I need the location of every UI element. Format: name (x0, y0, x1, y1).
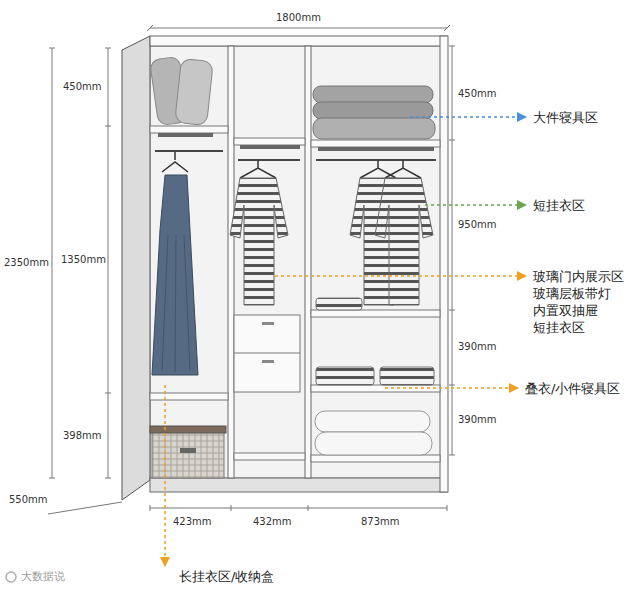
dimension-label: 432mm (252, 516, 293, 528)
dress (152, 175, 198, 375)
pillow (175, 59, 214, 126)
hanging-rod (238, 159, 300, 161)
dimension-label: 450mm (62, 81, 103, 93)
blanket (313, 86, 435, 139)
shelf (311, 140, 440, 147)
shelf (311, 455, 440, 462)
leader-line (425, 204, 526, 206)
shirt (230, 160, 288, 305)
leader-line (164, 385, 166, 566)
shelf (234, 453, 305, 460)
cabinet (150, 36, 447, 46)
callout-label: 叠衣/小件寝具区 (524, 380, 621, 397)
folded-clothes (316, 298, 362, 310)
shelf (311, 385, 440, 392)
blanket (313, 86, 433, 103)
shelf (150, 126, 440, 462)
folded-clothes (316, 298, 434, 385)
drawer (234, 315, 300, 392)
storage-box (150, 426, 226, 478)
folded-clothes (316, 367, 374, 385)
shirt (375, 160, 433, 305)
storage-box (152, 432, 224, 478)
dress (162, 235, 190, 372)
cabinet (122, 36, 150, 500)
dimension-label: 390mm (457, 414, 498, 426)
hanging-rod (316, 159, 436, 161)
rolled-bedding (315, 411, 430, 432)
dimension-line (108, 48, 109, 478)
shelf (150, 126, 228, 133)
hanging-rod (155, 150, 223, 152)
dimension-line (449, 46, 455, 455)
dimension-label: 873mm (360, 516, 401, 528)
dimension-label: 1350mm (60, 254, 107, 266)
drawer (262, 360, 274, 363)
cabinet (305, 46, 311, 478)
leader-line (410, 116, 526, 118)
shirt (230, 160, 433, 305)
callout-label: 短挂衣区 (532, 197, 586, 214)
dimension-line (150, 508, 447, 509)
dimension-label: 550mm (8, 494, 49, 506)
light-strip (318, 147, 434, 151)
cabinet (150, 46, 442, 478)
rolled-bedding (315, 432, 432, 455)
hanging-rod (155, 151, 436, 160)
dimension-label: 450mm (457, 88, 498, 100)
light-strip (240, 145, 300, 149)
callout-label: 大件寝具区 (532, 109, 599, 126)
dimension-label: 1800mm (275, 12, 322, 24)
dimension-label: 2350mm (3, 257, 50, 269)
dimension-line (48, 502, 122, 514)
shirt (240, 160, 276, 178)
leader-line (165, 117, 526, 566)
drawer (234, 353, 300, 354)
dimension-label: 950mm (457, 219, 498, 231)
cabinet (150, 478, 447, 492)
shirt (230, 178, 288, 305)
callout-label: 玻璃门内展示区 玻璃层板带灯 内置双抽屉 短挂衣区 (532, 268, 634, 336)
dimension-line (147, 25, 450, 31)
shelf (150, 393, 228, 400)
cabinet (228, 46, 234, 478)
cabinet (440, 36, 448, 492)
folded-clothes (380, 367, 434, 385)
dress (152, 152, 198, 375)
dimension-label: 423mm (172, 516, 213, 528)
storage-box (180, 448, 196, 453)
dimension-line (52, 48, 53, 478)
dimension-line (150, 505, 447, 511)
watermark-logo (6, 572, 16, 582)
callout-label: 长挂衣区/收纳盒 (178, 568, 275, 585)
shirt (375, 178, 433, 305)
watermark-logo (6, 572, 16, 582)
drawer (262, 322, 274, 325)
drawer (234, 315, 300, 392)
dimension-line (150, 28, 447, 29)
rolled-bedding (315, 411, 432, 455)
blanket (313, 118, 435, 139)
watermark: 大数据说 (20, 570, 66, 583)
cabinet (122, 36, 448, 500)
dimension-line (48, 25, 455, 514)
pillow (150, 56, 214, 126)
dimension-label: 398mm (62, 430, 103, 442)
shelf (234, 138, 305, 145)
light-strip (158, 133, 213, 137)
shelf (311, 310, 440, 317)
leader-line (275, 275, 526, 277)
dimension-line (452, 46, 453, 455)
dress (162, 152, 188, 172)
blanket (313, 102, 433, 119)
leader-line (385, 387, 518, 389)
storage-box (150, 426, 226, 433)
dimension-label: 390mm (457, 341, 498, 353)
shirt (385, 160, 421, 178)
